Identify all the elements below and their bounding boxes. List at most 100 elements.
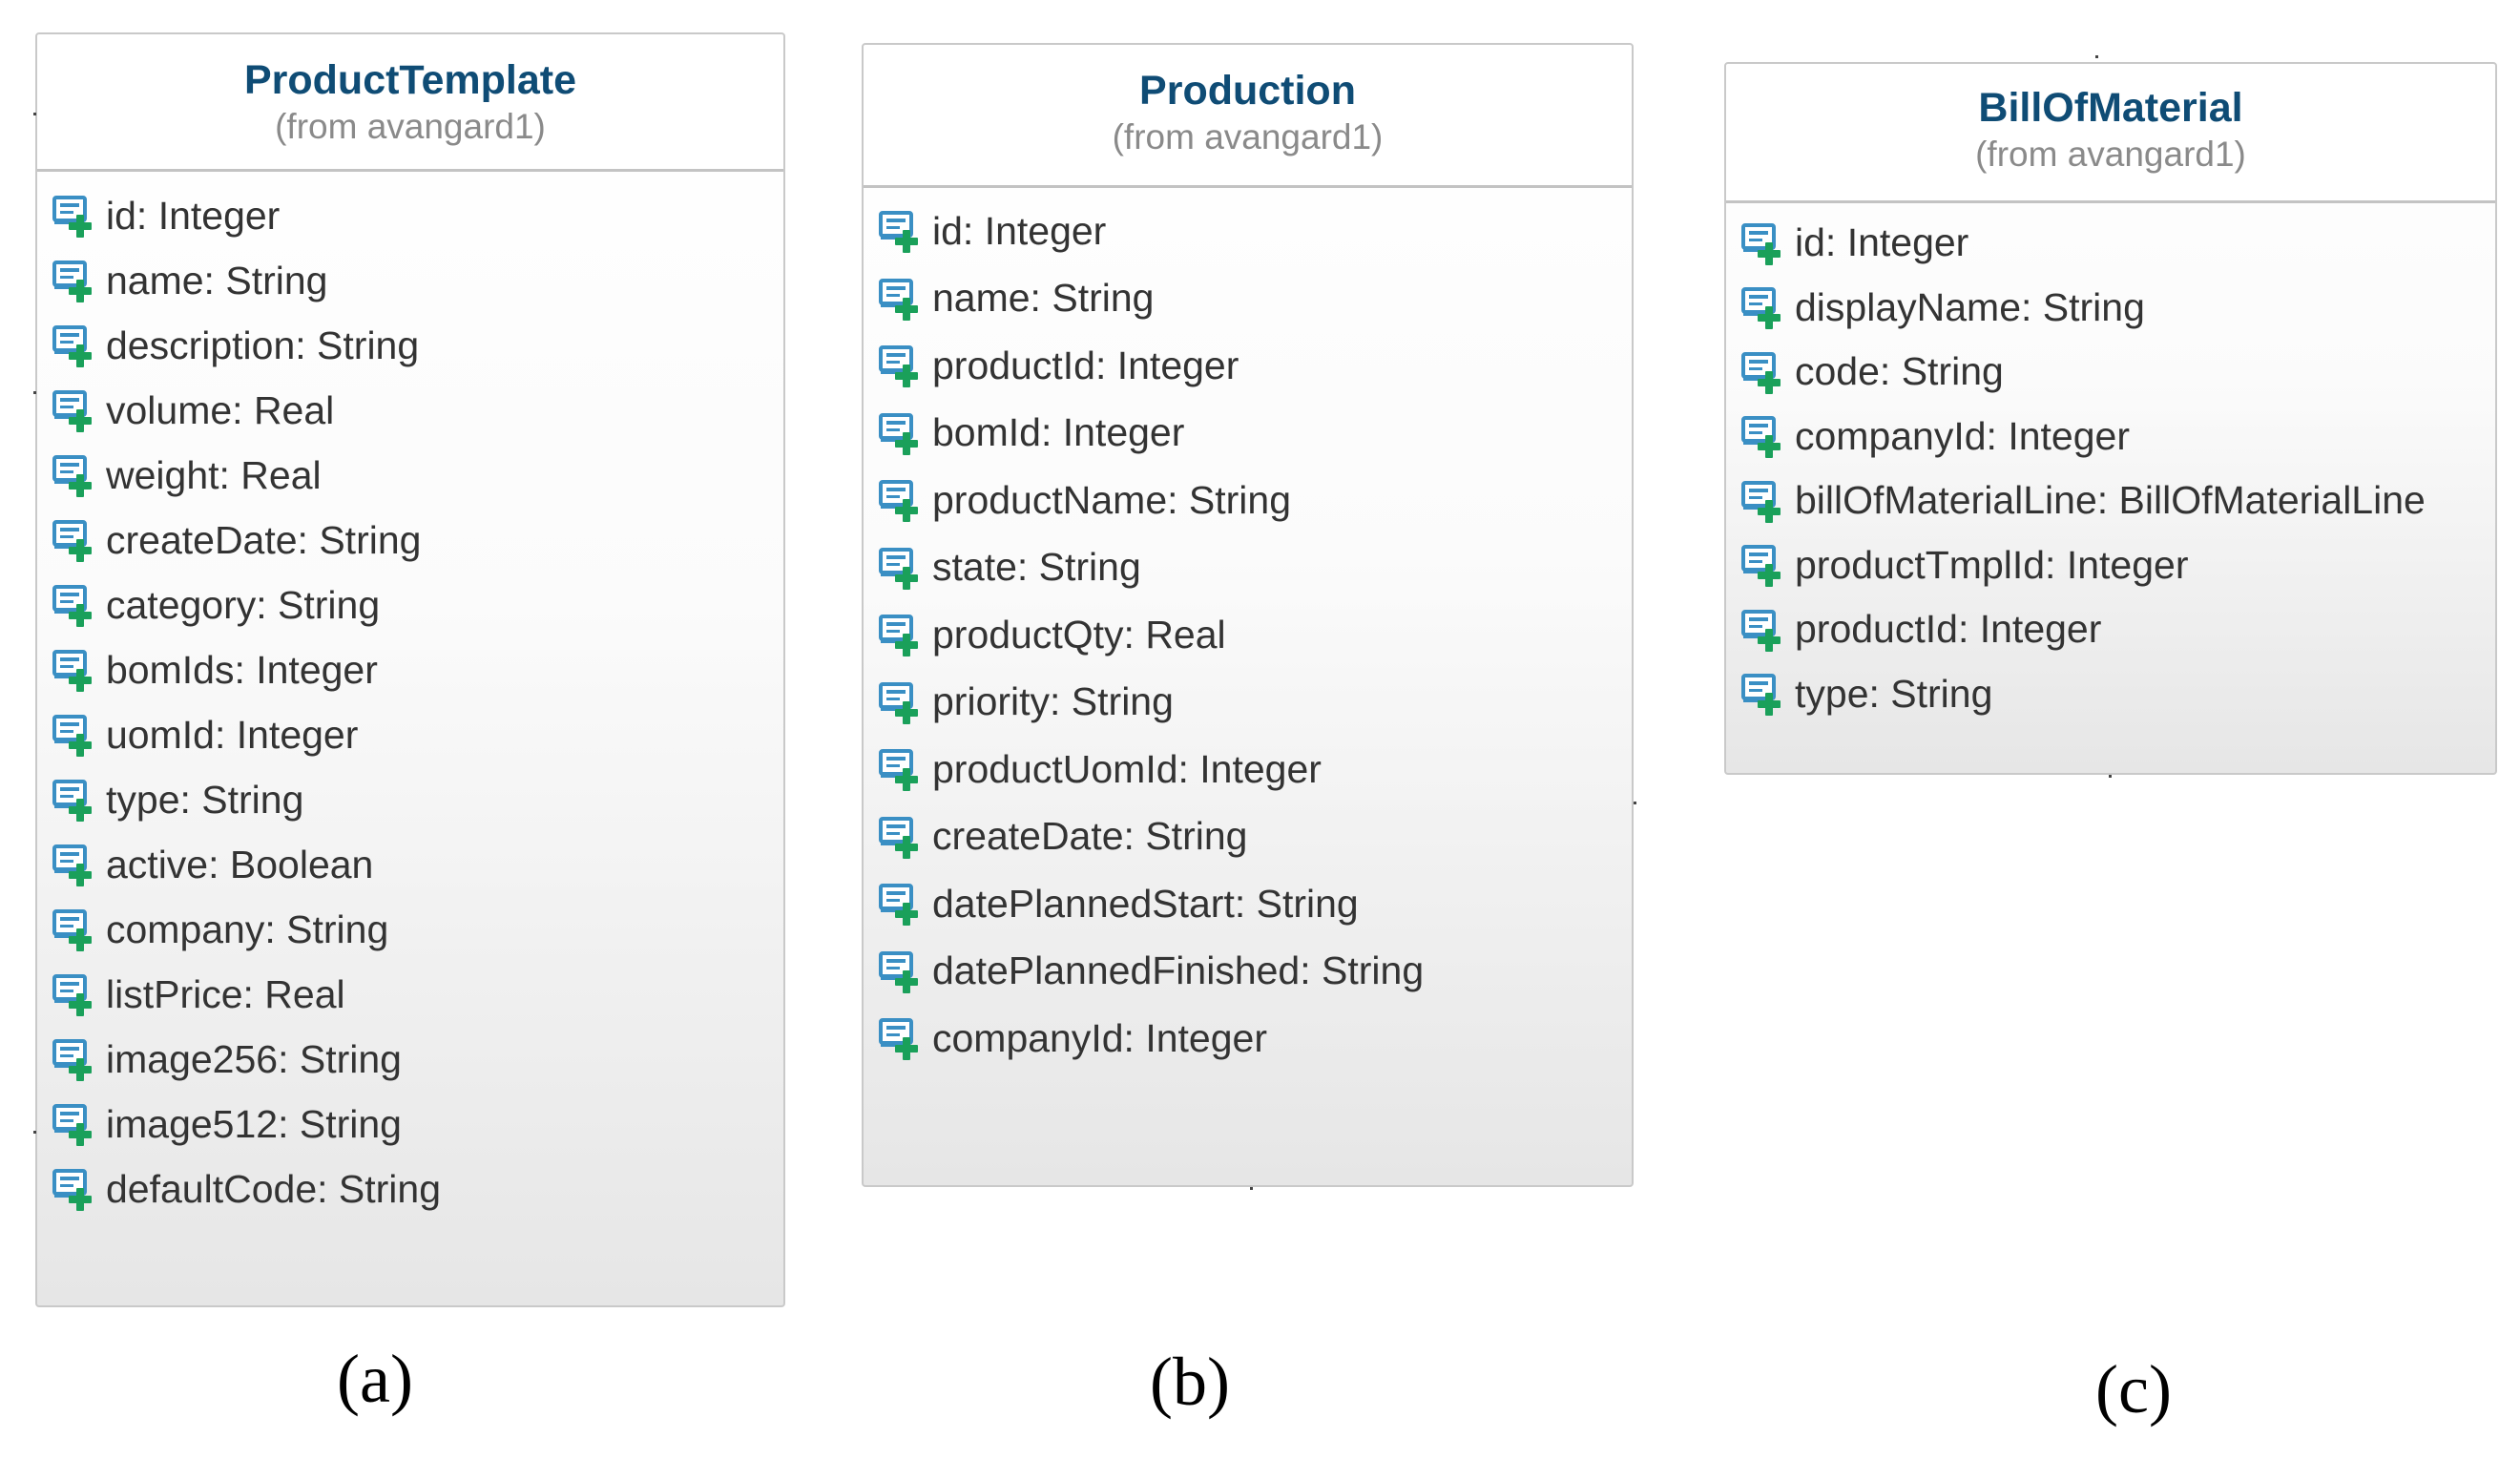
attribute-row: state: String	[877, 534, 1632, 602]
attribute-text: listPrice: Real	[106, 971, 345, 1016]
attribute-text: billOfMaterialLine: BillOfMaterialLine	[1795, 478, 2426, 523]
attribute-row: weight: Real	[51, 443, 783, 508]
attribute-text: weight: Real	[106, 452, 322, 497]
public-attribute-icon	[51, 1035, 98, 1083]
attribute-text: productId: Integer	[1795, 607, 2102, 652]
attribute-text: image512: String	[106, 1101, 402, 1146]
class-package: (from avangard1)	[1112, 117, 1384, 156]
connector-tick	[1634, 802, 1636, 804]
attribute-text: uomId: Integer	[106, 712, 359, 757]
attribute-text: bomIds: Integer	[106, 647, 378, 692]
public-attribute-icon	[877, 544, 925, 592]
public-attribute-icon	[1739, 348, 1787, 396]
public-attribute-icon	[1739, 670, 1787, 718]
public-attribute-icon	[877, 745, 925, 793]
public-attribute-icon	[877, 948, 925, 995]
public-attribute-icon	[51, 581, 98, 629]
class-package: (from avangard1)	[275, 107, 546, 146]
attribute-row: volume: Real	[51, 378, 783, 443]
attribute-row: companyId: Integer	[1739, 405, 2495, 469]
attribute-row: priority: String	[877, 669, 1632, 737]
attribute-row: company: String	[51, 897, 783, 962]
connector-tick	[1250, 1187, 1253, 1190]
public-attribute-icon	[51, 257, 98, 304]
attribute-text: image256: String	[106, 1036, 402, 1081]
public-attribute-icon	[1739, 541, 1787, 589]
attribute-row: createDate: String	[877, 803, 1632, 871]
attribute-text: type: String	[1795, 671, 1993, 716]
attribute-text: name: String	[932, 276, 1155, 321]
attribute-row: type: String	[51, 767, 783, 832]
public-attribute-icon	[51, 711, 98, 759]
attribute-text: bomId: Integer	[932, 410, 1185, 455]
public-attribute-icon	[51, 192, 98, 240]
public-attribute-icon	[877, 476, 925, 524]
caption-c: (c)	[2095, 1351, 2172, 1428]
attribute-list: id: Integer displayName: String code: Stri…	[1726, 203, 2495, 726]
public-attribute-icon	[51, 516, 98, 564]
public-attribute-icon	[1739, 606, 1787, 654]
attribute-text: code: String	[1795, 349, 2004, 394]
attribute-row: active: Boolean	[51, 832, 783, 897]
class-box-product-template: ProductTemplate (from avangard1) id: Int…	[35, 32, 785, 1307]
attribute-text: displayName: String	[1795, 284, 2145, 329]
attribute-text: id: Integer	[1795, 220, 1969, 265]
public-attribute-icon	[51, 1100, 98, 1148]
class-header: BillOfMaterial (from avangard1)	[1726, 64, 2495, 203]
attribute-text: name: String	[106, 258, 328, 302]
attribute-text: company: String	[106, 907, 389, 951]
attribute-text: companyId: Integer	[932, 1015, 1267, 1060]
attribute-row: listPrice: Real	[51, 962, 783, 1027]
attribute-row: billOfMaterialLine: BillOfMaterialLine	[1739, 469, 2495, 533]
attribute-row: image256: String	[51, 1027, 783, 1092]
public-attribute-icon	[51, 776, 98, 823]
class-box-bill-of-material: BillOfMaterial (from avangard1) id: Inte…	[1724, 62, 2497, 775]
attribute-row: productId: Integer	[1739, 597, 2495, 662]
public-attribute-icon	[1739, 477, 1787, 525]
attribute-row: name: String	[51, 248, 783, 313]
caption-b: (b)	[1150, 1344, 1230, 1420]
connector-tick	[2095, 55, 2098, 58]
class-header: ProductTemplate (from avangard1)	[37, 34, 783, 172]
attribute-text: productTmplId: Integer	[1795, 542, 2189, 587]
attribute-text: description: String	[106, 323, 420, 367]
public-attribute-icon	[51, 646, 98, 694]
public-attribute-icon	[1739, 219, 1787, 267]
attribute-text: createDate: String	[106, 517, 422, 562]
attribute-row: displayName: String	[1739, 276, 2495, 341]
connector-tick	[33, 113, 36, 115]
public-attribute-icon	[51, 386, 98, 434]
public-attribute-icon	[51, 451, 98, 499]
attribute-text: defaultCode: String	[106, 1166, 442, 1211]
connector-tick	[33, 1131, 36, 1134]
attribute-text: id: Integer	[106, 193, 281, 238]
attribute-text: type: String	[106, 777, 304, 822]
attribute-text: id: Integer	[932, 208, 1107, 253]
attribute-text: productId: Integer	[932, 343, 1239, 387]
public-attribute-icon	[877, 207, 925, 255]
caption-a: (a)	[337, 1341, 413, 1417]
public-attribute-icon	[51, 322, 98, 369]
attribute-row: bomIds: Integer	[51, 637, 783, 702]
attribute-row: productUomId: Integer	[877, 736, 1632, 803]
public-attribute-icon	[877, 880, 925, 928]
attribute-row: id: Integer	[877, 198, 1632, 265]
public-attribute-icon	[877, 275, 925, 323]
attribute-list: id: Integer name: String description: Stri…	[37, 172, 783, 1221]
public-attribute-icon	[51, 841, 98, 888]
attribute-row: createDate: String	[51, 508, 783, 573]
attribute-row: code: String	[1739, 340, 2495, 405]
attribute-row: productName: String	[877, 467, 1632, 534]
public-attribute-icon	[877, 1014, 925, 1062]
attribute-text: active: Boolean	[106, 842, 374, 886]
attribute-row: type: String	[1739, 662, 2495, 727]
attribute-row: companyId: Integer	[877, 1005, 1632, 1073]
attribute-text: priority: String	[932, 679, 1174, 724]
public-attribute-icon	[877, 813, 925, 861]
attribute-row: category: String	[51, 573, 783, 637]
attribute-row: bomId: Integer	[877, 400, 1632, 468]
attribute-row: datePlannedFinished: String	[877, 938, 1632, 1006]
public-attribute-icon	[1739, 412, 1787, 460]
attribute-text: companyId: Integer	[1795, 413, 2130, 458]
attribute-row: name: String	[877, 265, 1632, 333]
